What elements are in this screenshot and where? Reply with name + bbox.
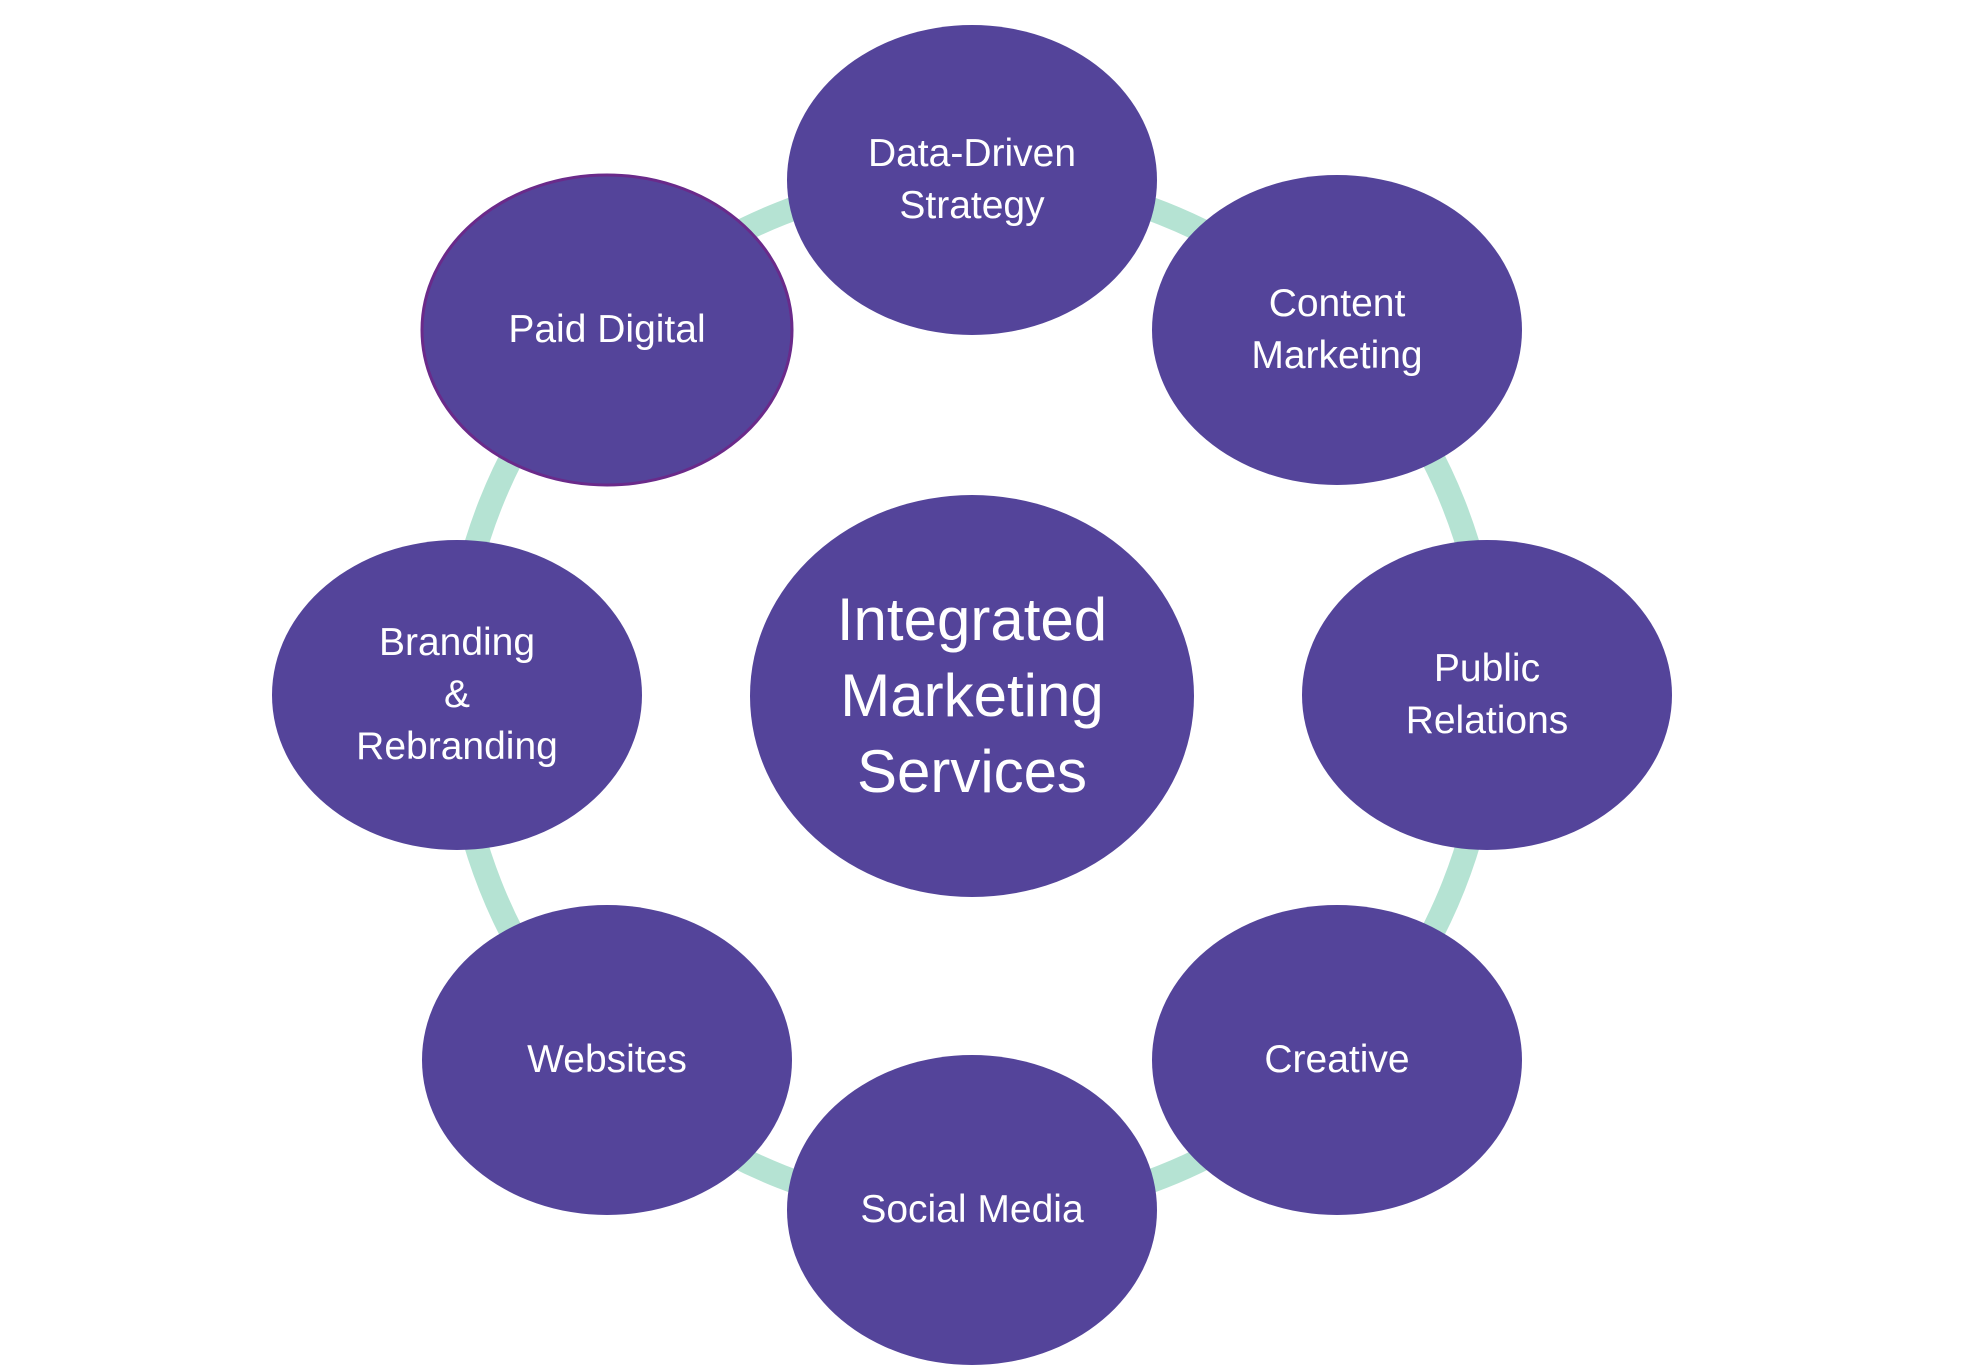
center-node-label-line: Integrated [836, 586, 1108, 653]
social-media-label-line: Social Media [860, 1188, 1084, 1231]
paid-digital-label: Paid Digital [437, 304, 777, 356]
creative-node [1152, 905, 1522, 1215]
center-node-label-line: Marketing [840, 662, 1104, 729]
paid-digital-label-line: Paid Digital [508, 308, 706, 351]
data-driven-strategy-label-line: Data-Driven [867, 132, 1077, 175]
content-marketing-label-line: Content [1268, 282, 1406, 325]
public-relations-label-line: Public [1433, 647, 1541, 690]
data-driven-strategy-node [787, 25, 1157, 335]
branding-rebranding-label-line: & [443, 673, 470, 716]
branding-rebranding-label-line: Branding [378, 621, 536, 664]
social-media-node [787, 1055, 1157, 1365]
websites-node [422, 905, 792, 1215]
branding-rebranding-label-line: Rebranding [356, 725, 558, 768]
websites-label-line: Websites [527, 1038, 687, 1081]
content-marketing-node [1152, 175, 1522, 485]
data-driven-strategy-label-line: Strategy [899, 184, 1045, 227]
content-marketing-label-line: Marketing [1251, 334, 1423, 377]
creative-label-line: Creative [1264, 1038, 1410, 1081]
branding-rebranding-node [272, 540, 642, 850]
social-media-label: Social Media [802, 1184, 1142, 1236]
public-relations-node [1302, 540, 1672, 850]
center-node-ellipse [750, 495, 1194, 897]
public-relations-label-line: Relations [1405, 699, 1569, 742]
creative-label: Creative [1167, 1034, 1507, 1086]
paid-digital-node [420, 173, 794, 487]
branding-rebranding-label: Branding & Rebranding [287, 617, 627, 773]
websites-label: Websites [437, 1034, 777, 1086]
center-node-label-line: Services [856, 738, 1088, 805]
